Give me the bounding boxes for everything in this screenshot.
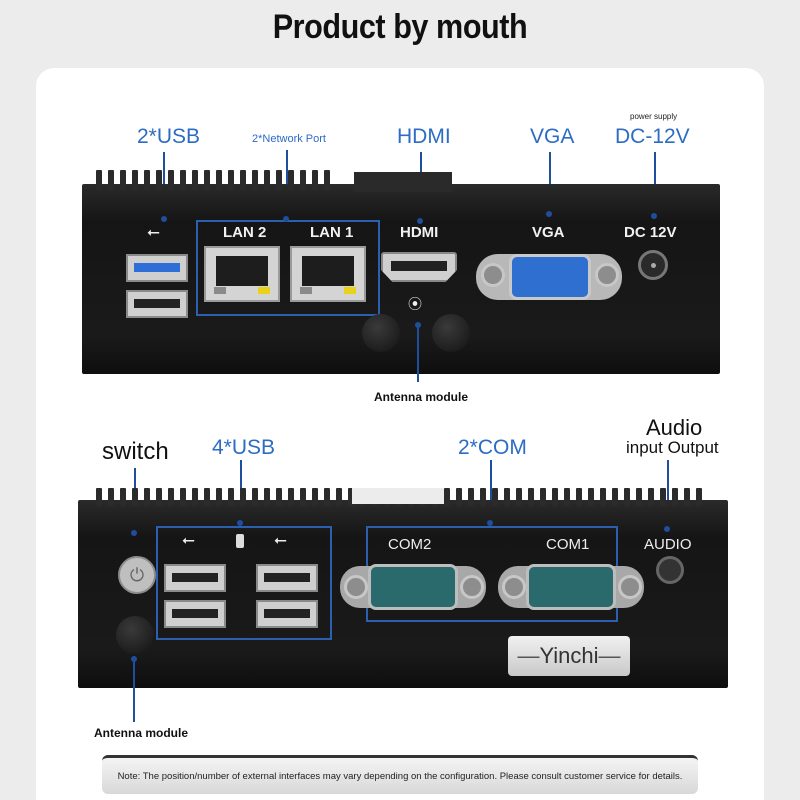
usb-port-2 — [164, 600, 226, 628]
usb-port-4 — [256, 600, 318, 628]
switch-label: switch — [102, 438, 169, 465]
hdmi-port-label: HDMI — [400, 224, 439, 241]
hdmi-label: HDMI — [397, 125, 451, 148]
configuration-note: Note: The position/number of external in… — [102, 755, 698, 794]
usb3-port-top — [126, 254, 188, 282]
com2-port-label: COM2 — [388, 536, 432, 553]
com1-port-label: COM1 — [546, 536, 590, 553]
lan1-port — [290, 246, 366, 302]
hdmi-port — [381, 252, 457, 282]
hdmi-callout-dot — [417, 218, 423, 224]
dc-power-jack — [638, 250, 668, 280]
switch-callout-dot — [131, 530, 137, 536]
power-supply-label: power supply — [630, 112, 678, 121]
usb-group-box — [156, 526, 332, 640]
bottom-case-notch — [352, 488, 444, 504]
page-title: Product by mouth — [272, 8, 528, 46]
network-callout-dot — [283, 216, 289, 222]
usb-port-3 — [256, 564, 318, 592]
dc-port-label: DC 12V — [624, 224, 677, 241]
com1-screw-right — [618, 575, 642, 599]
bottom-antenna-callout-line — [133, 660, 135, 722]
dc-callout-dot — [651, 213, 657, 219]
power-icon: ⏻ — [129, 564, 145, 585]
antenna-callout-line — [417, 326, 419, 382]
bottom-antenna-label: Antenna module — [94, 726, 189, 740]
dc-label: DC-12V — [615, 125, 690, 148]
antenna-knob-right — [432, 314, 470, 352]
storage-icon — [236, 534, 244, 548]
top-antenna-label: Antenna module — [374, 390, 469, 404]
lan2-port — [204, 246, 280, 302]
vga-port-label: VGA — [532, 224, 565, 241]
antenna-icon: ⦿ — [408, 296, 422, 312]
brand-logo-text: Yinchi — [539, 643, 599, 668]
vga-label: VGA — [530, 125, 575, 148]
antenna-knob-left — [362, 314, 400, 352]
com2-port — [368, 564, 458, 610]
com1-port — [526, 564, 616, 610]
audio-title: Audio — [646, 415, 703, 440]
bottom-antenna-knob — [116, 616, 154, 654]
audio-jack — [656, 556, 684, 584]
vga-callout-dot — [546, 211, 552, 217]
usb-callout-dot — [161, 216, 167, 222]
usb-symbol-icon-left: ⭠ — [182, 532, 195, 549]
vga-callout-line — [549, 152, 551, 214]
vga-screw-right — [595, 263, 619, 287]
top-usb-label: 2*USB — [137, 125, 201, 148]
bottom-usb-label: 4*USB — [212, 436, 276, 459]
network-port-label: 2*Network Port — [252, 133, 326, 145]
com-label: 2*COM — [458, 436, 527, 459]
vga-port — [509, 254, 591, 300]
brand-logo: —Yinchi— — [508, 636, 630, 676]
bottom-usb-callout-dot — [237, 520, 243, 526]
vga-screw-left — [481, 263, 505, 287]
power-switch-button[interactable]: ⏻ — [118, 556, 156, 594]
audio-subtitle: input Output — [626, 438, 719, 457]
audio-callout-dot — [664, 526, 670, 532]
com1-screw-left — [502, 575, 526, 599]
com2-screw-left — [344, 575, 368, 599]
usb-port-1 — [164, 564, 226, 592]
bottom-antenna-dot — [131, 656, 137, 662]
audio-port-label: AUDIO — [644, 536, 692, 553]
audio-callout-line — [667, 460, 669, 528]
com2-screw-right — [460, 575, 484, 599]
antenna-callout-dot — [415, 322, 421, 328]
top-heatsink-fins — [96, 170, 330, 190]
com-callout-dot — [487, 520, 493, 526]
top-case-tab — [354, 172, 452, 192]
usb-symbol-icon-right: ⭠ — [274, 532, 287, 549]
lan2-port-label: LAN 2 — [223, 224, 267, 241]
lan1-port-label: LAN 1 — [310, 224, 354, 241]
usb-symbol-icon: ⭠ — [147, 224, 160, 241]
usb-port-top — [126, 290, 188, 318]
com-callout-line — [490, 460, 492, 524]
